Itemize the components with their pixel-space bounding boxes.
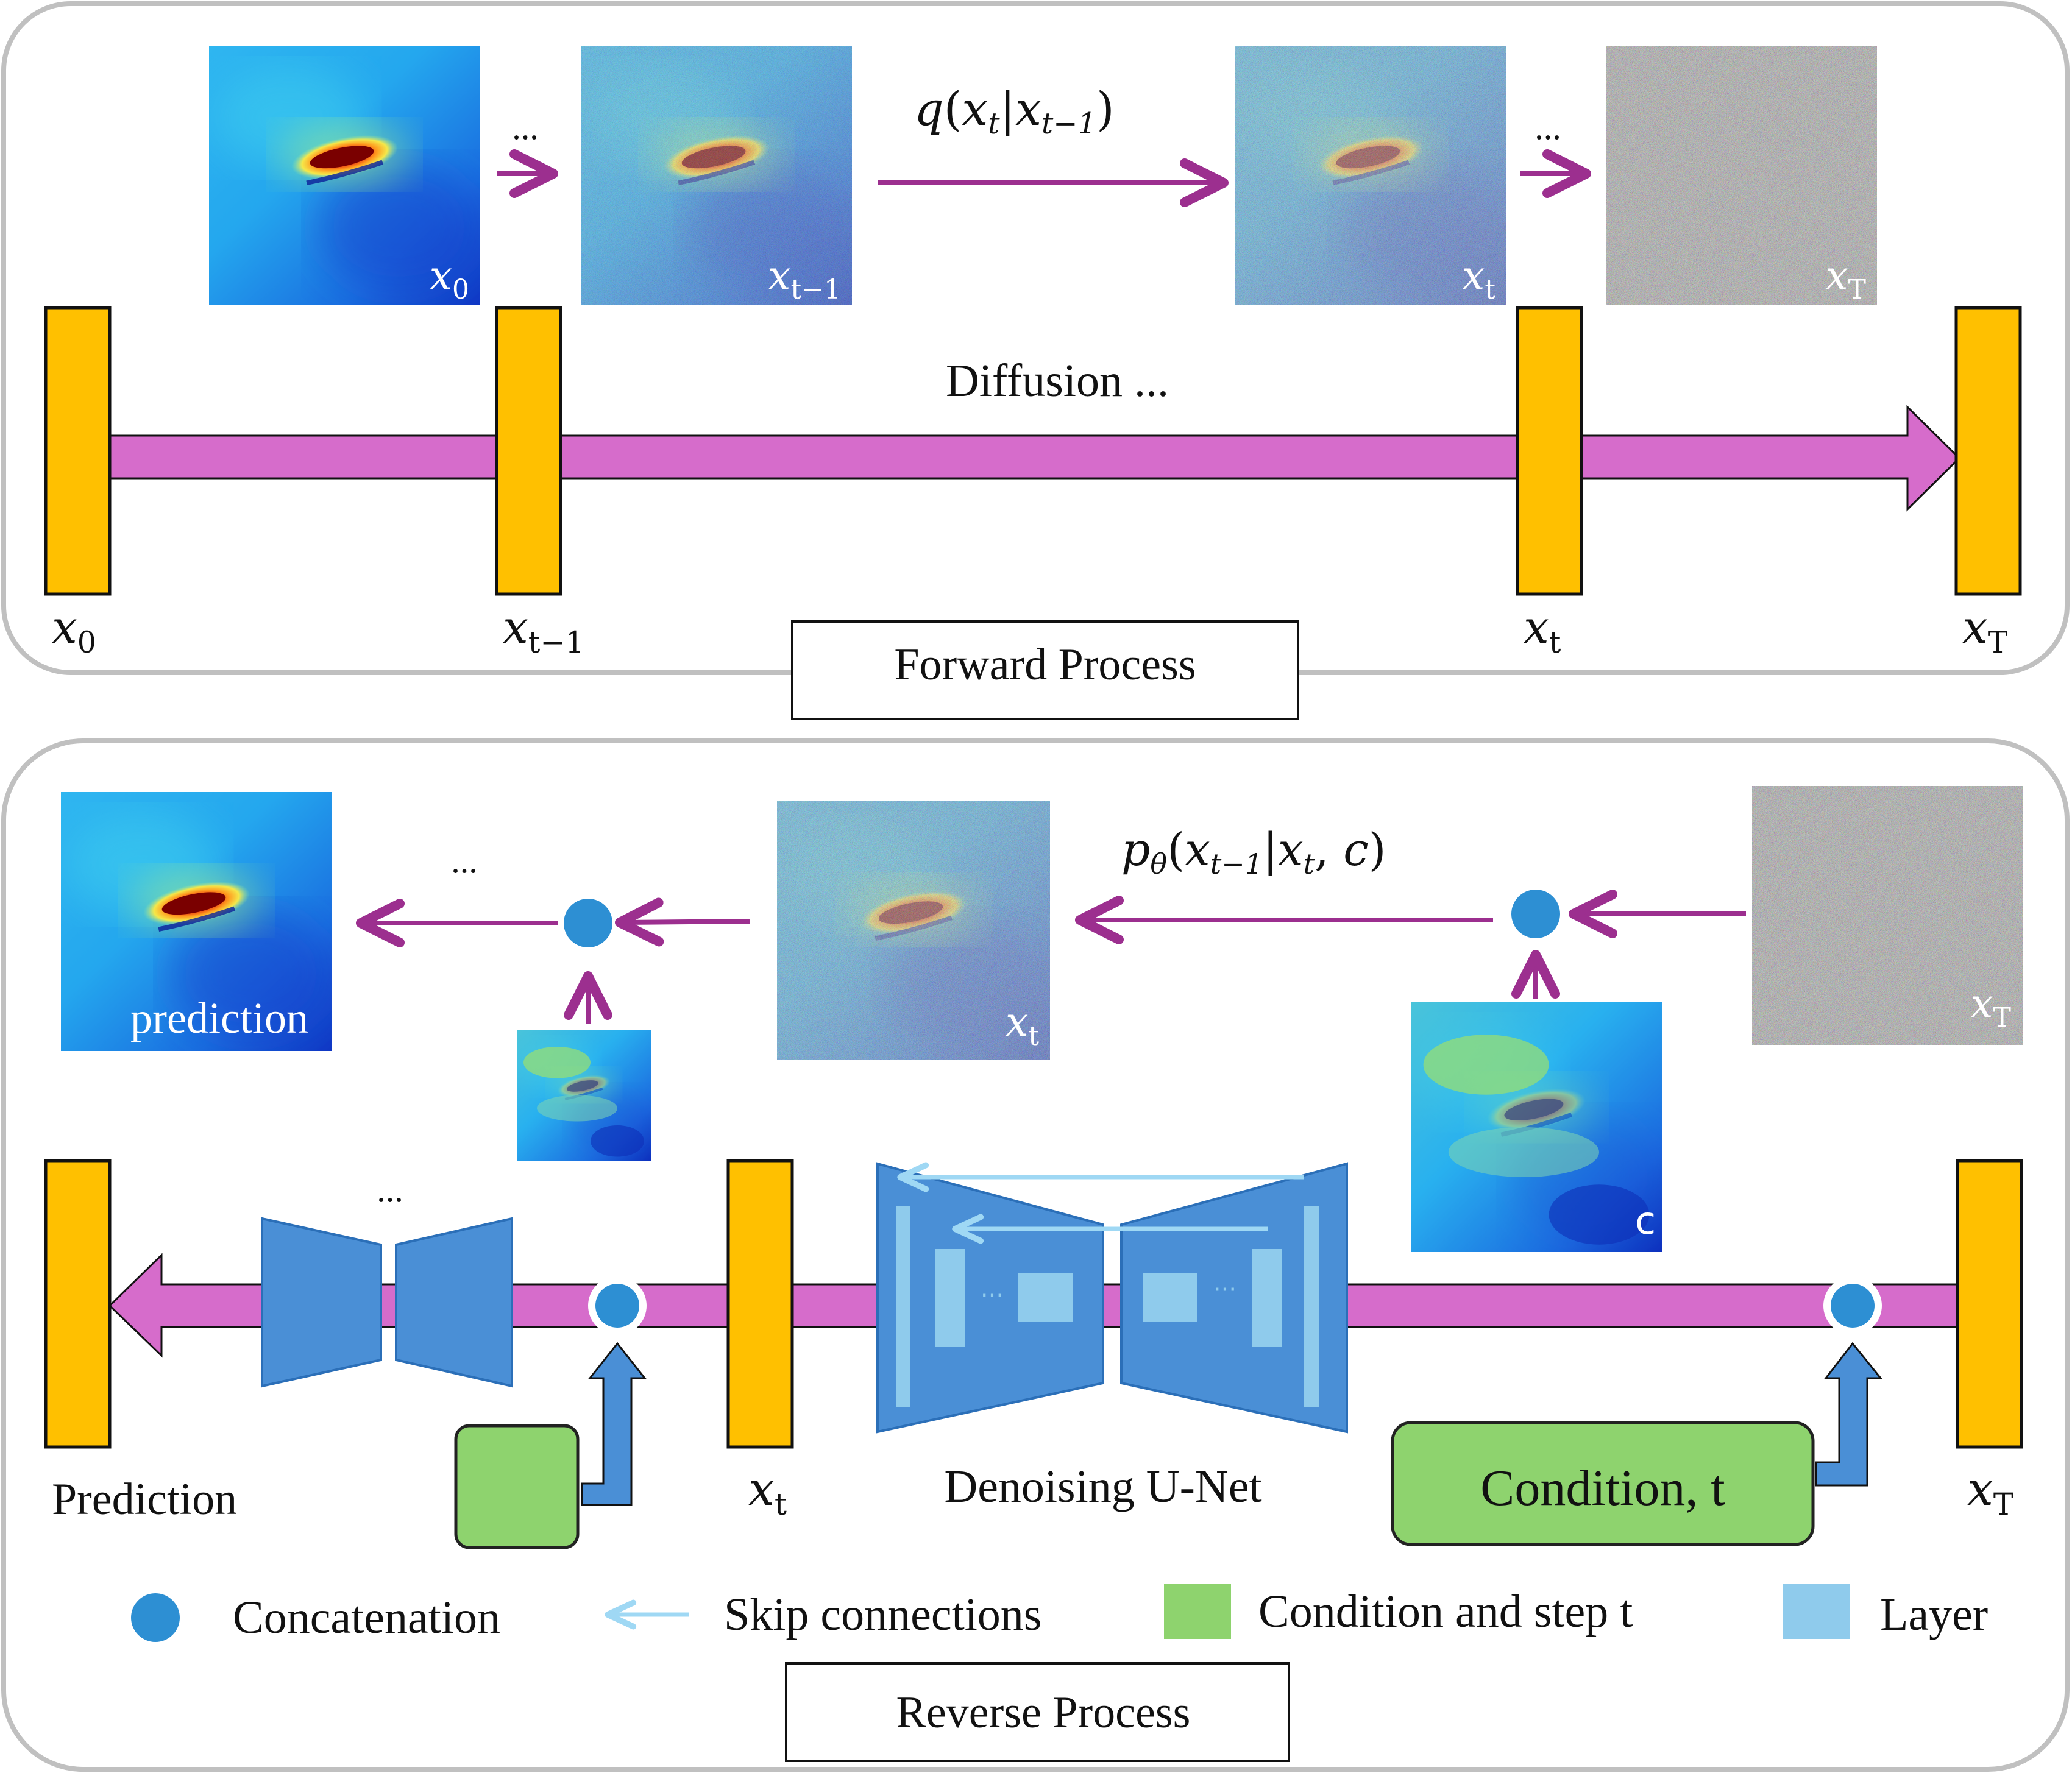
condition-elbow-arrow-right [1815, 1342, 1883, 1487]
concat-node-right [1831, 1284, 1875, 1328]
denoising-unet: ··· ··· [876, 1162, 1348, 1434]
condition-image [1411, 1002, 1662, 1252]
reverse-xt-image-label: xt [1006, 999, 1039, 1052]
reverse-arrow-xt-to-concat [615, 897, 750, 947]
legend-layer-icon [1783, 1584, 1850, 1639]
forward-block-label-1: xt−1 [503, 601, 584, 660]
reverse-caption-box [785, 1662, 1290, 1762]
condition-box-label: Condition, t [1480, 1460, 1725, 1516]
noise-overlay [777, 801, 1050, 1060]
forward-image-label-0: x0 [430, 252, 469, 305]
unet-layer [1252, 1249, 1282, 1347]
small-unet-encoder [395, 1217, 513, 1388]
forward-caption-box [791, 620, 1299, 720]
xT-block-label: xT [1967, 1462, 2013, 1522]
legend-concat-icon [131, 1593, 180, 1642]
forward-ellipsis-2: ... [1534, 107, 1561, 147]
unet-layer [896, 1206, 910, 1407]
noise-overlay [1606, 46, 1877, 305]
unet-layer [1143, 1273, 1197, 1322]
noise-overlay [1235, 46, 1506, 305]
forward-block-label-0: x0 [52, 601, 96, 660]
xt-block-reverse [726, 1159, 794, 1449]
reverse-xt-image [777, 801, 1050, 1060]
concat-node-top-left [564, 899, 612, 947]
forward-equation: q(xt|xt−1) [914, 82, 1115, 141]
legend-layer-label: Layer [1880, 1589, 1988, 1640]
forward-image-2 [1235, 46, 1506, 305]
forward-image-label-3: xT [1825, 252, 1866, 305]
noise-overlay [1752, 786, 2023, 1045]
reverse-panel-border [1, 738, 2070, 1772]
reverse-ellipsis-top: ... [451, 841, 478, 880]
condition-box [1391, 1421, 1815, 1546]
forward-ellipsis-1: ... [512, 107, 539, 147]
unet-layer [935, 1249, 965, 1347]
small-unet-decoder [261, 1217, 382, 1388]
forward-block-label-2: xt [1524, 601, 1561, 660]
prediction-image-label: prediction [130, 994, 308, 1042]
condition-elbow-arrow-left [581, 1342, 647, 1506]
unet-layer [1304, 1206, 1319, 1407]
diffusion-label: Diffusion ... [946, 355, 1169, 406]
xt-block-label: xt [748, 1462, 787, 1522]
legend-condition-icon [1164, 1584, 1231, 1639]
noise-overlay [581, 46, 852, 305]
reverse-ellipsis-bottom: ... [377, 1170, 403, 1209]
forward-image-3 [1606, 46, 1877, 305]
condition-image-label: c [1635, 1198, 1656, 1243]
forward-caption: Forward Process [894, 640, 1196, 690]
legend-condition-label: Condition and step t [1258, 1586, 1633, 1637]
forward-block-label-3: xT [1962, 601, 2008, 660]
forward-block-0 [44, 306, 112, 596]
forward-block-2 [1516, 306, 1583, 596]
forward-block-1 [495, 306, 562, 596]
unet-layer [1018, 1273, 1073, 1322]
unet-inner-ellipsis: ··· [1213, 1276, 1236, 1304]
reverse-equation: pθ(xt−1|xt, c) [1121, 824, 1386, 880]
condition-image-small [517, 1030, 651, 1161]
prediction-block [44, 1159, 112, 1449]
forward-block-3 [1954, 306, 2022, 596]
xT-block-reverse [1956, 1159, 2023, 1449]
legend-concat-label: Concatenation [233, 1592, 500, 1643]
forward-image-label-1: xt−1 [768, 252, 841, 305]
concat-node-left [595, 1284, 639, 1328]
unet-inner-ellipsis: ··· [981, 1282, 1004, 1310]
forward-diffusion-arrow [105, 405, 1961, 512]
condition-box-small [454, 1424, 580, 1549]
reverse-xT-image [1752, 786, 2023, 1045]
forward-image-label-2: xt [1462, 252, 1495, 305]
prediction-block-label: Prediction [52, 1474, 237, 1524]
unet-label: Denoising U-Net [944, 1461, 1261, 1512]
forward-image-1 [581, 46, 852, 305]
reverse-caption: Reverse Process [896, 1688, 1191, 1738]
legend-skip-label: Skip connections [724, 1589, 1041, 1640]
reverse-xT-image-label: xT [1970, 980, 2011, 1033]
concat-node-top-right [1511, 890, 1560, 938]
